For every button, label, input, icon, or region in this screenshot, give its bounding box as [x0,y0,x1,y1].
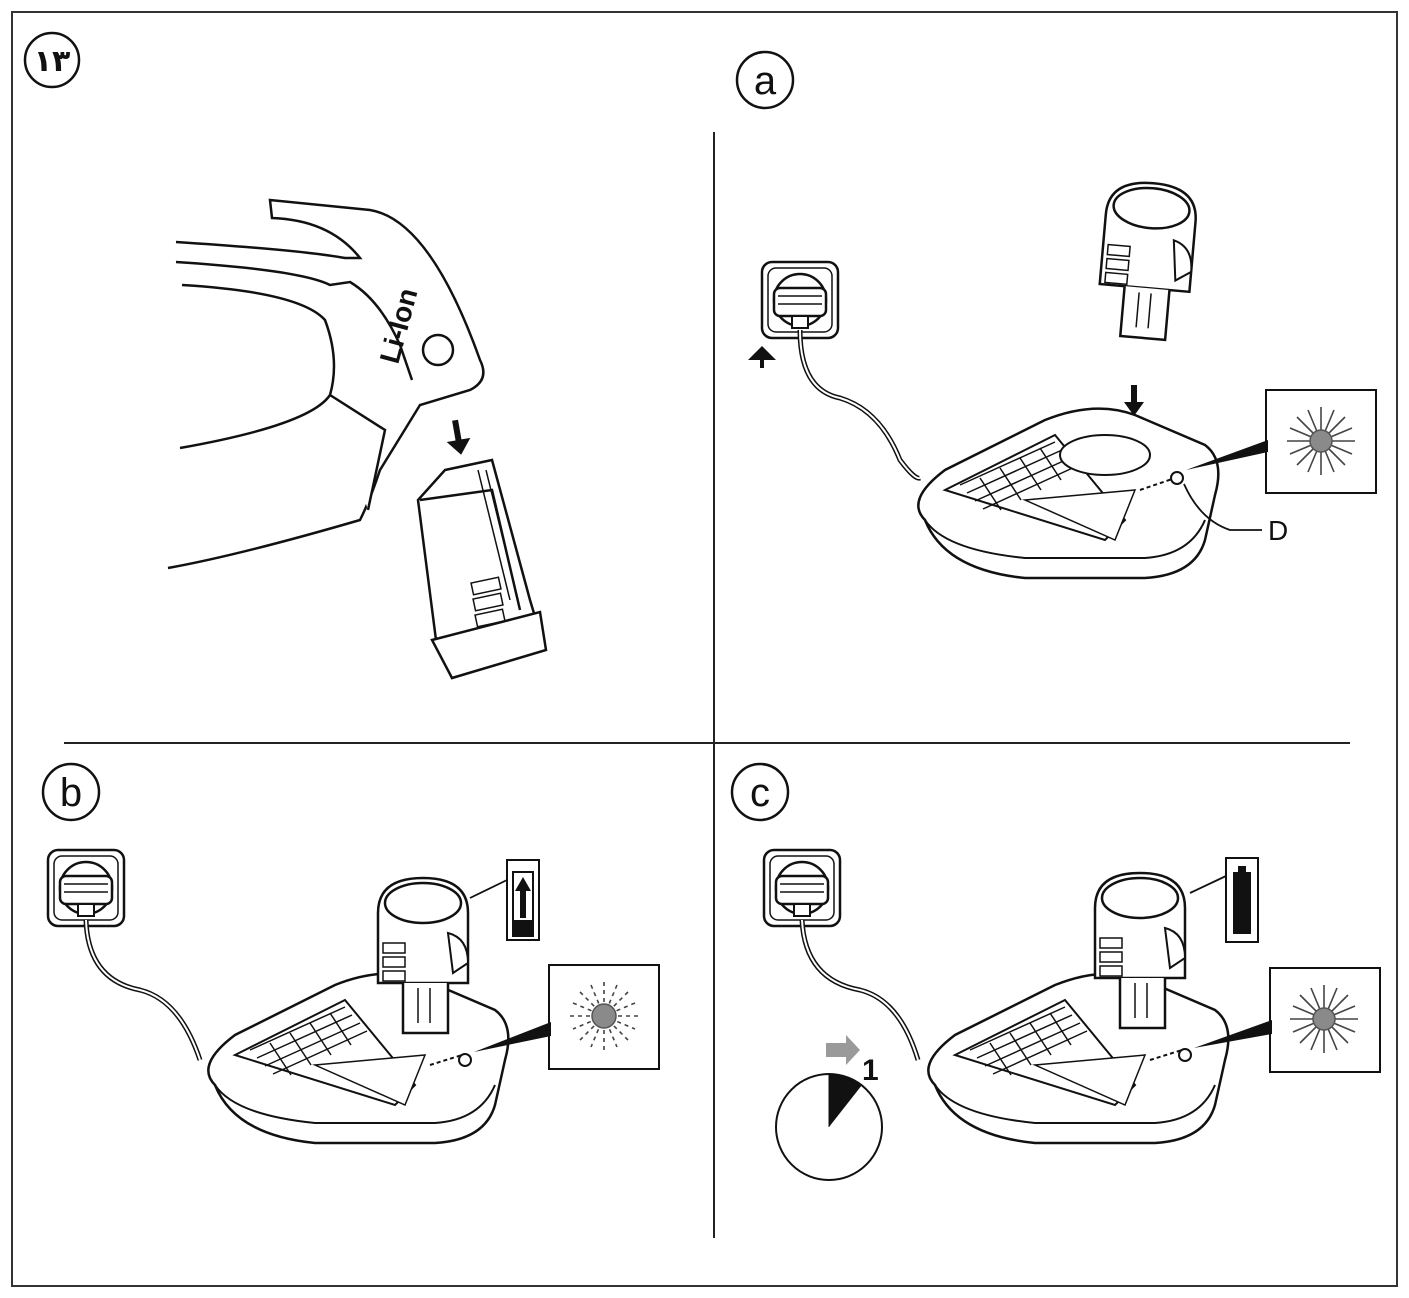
led-icon [1170,471,1184,485]
battery-full-icon [1225,857,1259,943]
callout-wedge [1194,1020,1272,1048]
led-flashing-dashed-icon [569,981,639,1051]
panel-c-label: c [750,771,770,815]
clock-one-hour-icon [775,1073,883,1181]
figure-frame [11,11,1398,1287]
led-icon [1178,1048,1192,1062]
arrow-down-icon [1124,385,1144,416]
led-dashed-line [1149,1049,1183,1061]
panel-a-label: a [754,59,777,103]
panel-b-badge: b [41,762,101,822]
power-cord [797,329,921,481]
tool-handle-icon [167,198,485,570]
led-icon [458,1053,472,1067]
battery-charging-icon [506,859,540,941]
panel-c-badge: c [730,762,790,822]
li-ion-logo-icon [421,333,455,367]
panel-a-badge: a [735,50,795,110]
battery-pack-icon [416,458,548,680]
battery-leader [1189,875,1227,894]
arrow-right-icon [826,1035,860,1065]
callout-wedge [1186,440,1268,470]
battery-leader [469,879,508,899]
arrow-up-icon [748,346,776,368]
callout-d: D [1268,515,1288,546]
figure-number-badge: ١٣ [23,31,81,89]
panel-c: c 1 [730,762,1381,1181]
led-blinking-icon [1289,984,1359,1054]
wall-socket-icon [760,260,840,340]
panel-battery-removal: Li-Ion [167,198,548,680]
timer-value: 1 [862,1054,879,1087]
panel-b: b [41,762,660,1145]
panel-a: a D [735,50,1377,580]
wall-socket-icon [46,848,126,928]
led-blinking-icon [1286,406,1356,476]
callout-leader [1183,483,1262,531]
battery-pack-upright-icon [1094,178,1200,343]
figure-number: ١٣ [34,44,71,79]
charger-slot [1059,434,1151,476]
led-dashed-line [1139,477,1176,491]
led-dashed-line [429,1054,463,1066]
arrow-down-icon [446,419,471,455]
wall-socket-icon [762,848,842,928]
callout-wedge [474,1022,551,1052]
panel-b-label: b [60,771,82,815]
charger-base-icon [917,407,1220,580]
